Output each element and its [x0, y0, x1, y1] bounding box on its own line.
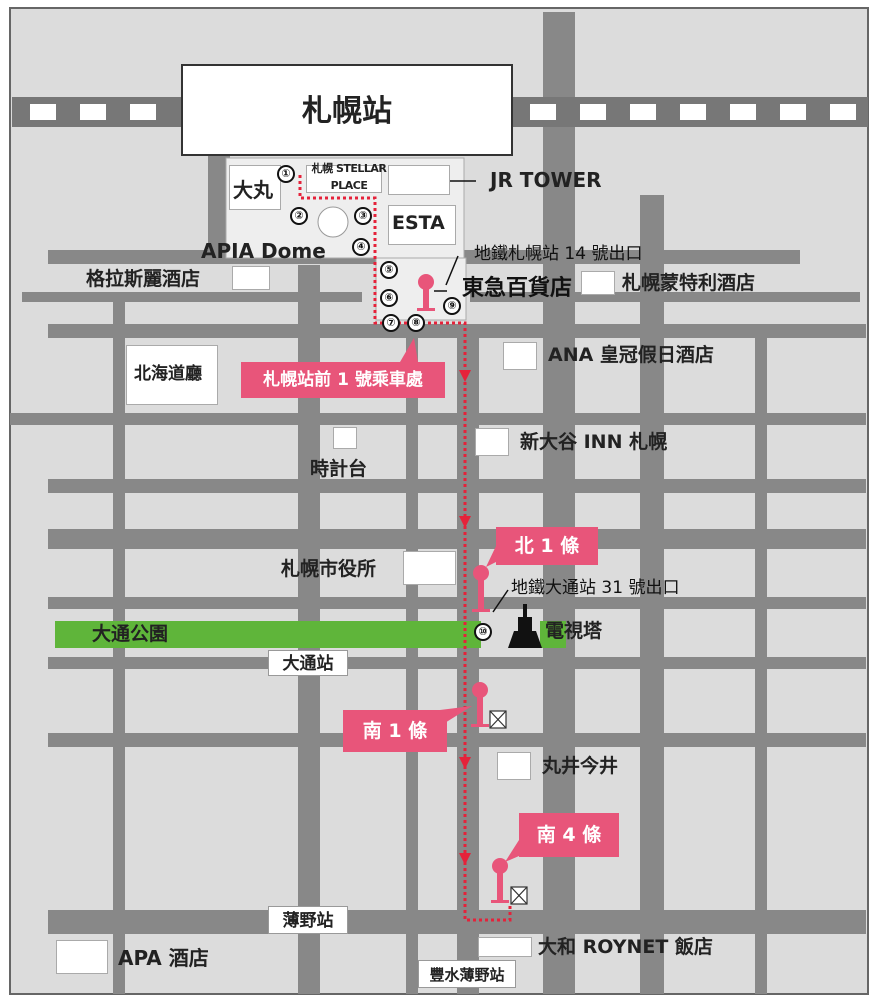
esta-label: ESTA — [392, 212, 445, 234]
road-v — [208, 140, 230, 250]
hokkaido-office-box — [126, 345, 218, 405]
rail-tie — [630, 104, 656, 120]
daiwa-label: 大和 ROYNET 飯店 — [538, 936, 713, 958]
road-h — [48, 733, 866, 747]
road-h — [22, 292, 362, 302]
stellar-place-box — [306, 165, 382, 193]
esta-box — [388, 205, 456, 245]
tokyu-label: 東急百貨店 — [462, 276, 573, 301]
odori-station: 大通站 — [268, 650, 348, 676]
tv-tower-icon — [508, 604, 542, 648]
exit-7: ⑦ — [382, 314, 400, 332]
montrey-box — [581, 271, 615, 295]
road-h — [10, 413, 866, 425]
exit-9: ⑨ — [443, 297, 461, 315]
rail-tie — [130, 104, 156, 120]
road-h — [48, 529, 866, 549]
sapporo-station-label: 札幌站 — [302, 94, 392, 129]
apa-label: APA 酒店 — [118, 946, 209, 970]
susukino-station: 薄野站 — [268, 906, 348, 934]
odori-station-label: 大通站 — [282, 654, 334, 674]
city-hall-label: 札幌市役所 — [281, 558, 377, 580]
railway-ties — [30, 104, 856, 120]
stop-kita1: 北 1 條 — [496, 527, 598, 565]
bus-stop-icon — [417, 274, 435, 311]
police-box-icons — [489, 710, 528, 905]
tv-tower-label: 電視塔 — [545, 620, 603, 642]
hosui-susukino-station-label: 豐水薄野站 — [429, 966, 505, 984]
road-h — [48, 910, 866, 934]
montrey-label: 札幌蒙特利酒店 — [622, 272, 756, 294]
callout-pointers — [400, 338, 519, 862]
rail-tie — [730, 104, 756, 120]
bus-stop-icon — [471, 682, 489, 727]
rail-tie — [30, 104, 56, 120]
arrow-icon — [459, 757, 471, 769]
marui-box — [497, 752, 531, 780]
exit-2: ② — [290, 207, 308, 225]
daiwa-box — [478, 937, 532, 957]
arrow-icon — [459, 516, 471, 528]
police-box-icon — [510, 886, 528, 905]
odori-park-east — [540, 621, 566, 648]
granvista-box — [232, 266, 270, 290]
rail-tie — [80, 104, 106, 120]
apia-dome-label: APIA Dome — [201, 239, 326, 263]
exit-5: ⑤ — [380, 261, 398, 279]
roads-horizontal — [10, 250, 866, 934]
bus-stop-icons — [417, 274, 509, 903]
marui-label: 丸井今井 — [542, 755, 619, 777]
clock-tower-label: 時計台 — [310, 458, 368, 480]
susukino-station-label: 薄野站 — [282, 911, 334, 931]
subway-exit-14-label: 地鐵札幌站 14 號出口 — [474, 244, 643, 264]
odori-park-label: 大通公園 — [92, 623, 169, 645]
route-arrows — [459, 370, 471, 865]
daimaru-box — [229, 165, 281, 210]
exit-3: ③ — [354, 207, 372, 225]
exit-4: ④ — [352, 238, 370, 256]
clock-tower-box — [333, 427, 357, 449]
police-box-icon — [489, 710, 507, 729]
sapporo-station: 札幌站 — [181, 64, 513, 156]
road-h — [48, 479, 866, 493]
granvista-label: 格拉斯麗酒店 — [86, 268, 201, 290]
rail-tie — [680, 104, 706, 120]
road-h — [48, 597, 866, 609]
jr-tower-label: JR TOWER — [490, 168, 602, 192]
arrow-icon — [459, 370, 471, 382]
exit-8: ⑧ — [407, 314, 425, 332]
stop-minami4: 南 4 條 — [519, 813, 619, 857]
exit-6: ⑥ — [380, 289, 398, 307]
apia-dome-icon — [317, 206, 349, 238]
city-hall-box — [403, 551, 456, 585]
rail-tie — [780, 104, 806, 120]
exit-10: ⑩ — [474, 623, 492, 641]
exit-1: ① — [277, 165, 295, 183]
ana-box — [503, 342, 537, 370]
rail-tie — [830, 104, 856, 120]
apa-box — [56, 940, 108, 974]
rail-tie — [580, 104, 606, 120]
new-otani-box — [475, 428, 509, 456]
stellar-place-label: 札幌 STELLAR PLACE — [311, 162, 387, 192]
jr-tower-box — [388, 165, 450, 195]
bus-stop-icon — [472, 565, 490, 612]
road-h — [48, 324, 866, 338]
stop-sapporo-ekimae-1: 札幌站前 1 號乘車處 — [241, 362, 445, 398]
ana-label: ANA 皇冠假日酒店 — [548, 344, 714, 366]
hosui-susukino-station: 豐水薄野站 — [418, 960, 516, 988]
bus-stop-icon — [491, 858, 509, 903]
road-h — [470, 292, 860, 302]
hokkaido-office-label: 北海道廳 — [134, 364, 202, 384]
arrow-icon — [459, 853, 471, 865]
subway-exit-31-label: 地鐵大通站 31 號出口 — [511, 578, 680, 598]
road-h — [48, 657, 866, 669]
rail-tie — [530, 104, 556, 120]
odori-park — [55, 621, 481, 648]
stop-minami1: 南 1 條 — [343, 710, 447, 752]
new-otani-label: 新大谷 INN 札幌 — [520, 431, 668, 453]
daimaru-label: 大丸 — [233, 178, 273, 202]
